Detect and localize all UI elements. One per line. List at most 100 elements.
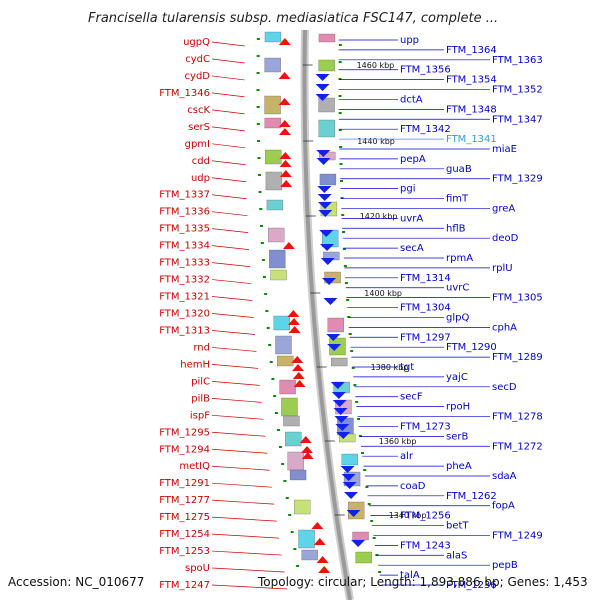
track-dot [338,44,342,46]
right-gene-label: pheA [446,461,472,472]
reverse-gene-arrow [320,258,335,265]
right-gene-label: FTM_1352 [492,85,543,96]
backbone-layer [300,29,354,600]
forward-gene-arrow [293,380,306,387]
reverse-gene-arrow [332,400,347,407]
right-gene-label: FTM_1289 [492,352,543,363]
forward-gene-arrow [280,180,293,187]
right-gene-label: secD [492,382,517,393]
right-gene-label: FTM_1272 [492,441,543,452]
left-leader-line [211,313,254,318]
right-gene-label: coaD [400,481,426,492]
left-leader-line [211,499,275,505]
right-gene-label: FTM_1329 [492,174,543,185]
right-gene-label: FTM_1236 [446,580,497,591]
track-dot [355,401,359,403]
track-dot [357,418,361,420]
left-leader-line [211,533,280,539]
forward-gene-arrow [278,72,291,79]
track-dot [256,106,260,108]
track-dot [256,38,260,40]
right-gene-label: rpmA [446,253,473,264]
track-dot [256,89,260,91]
left-gene-label: FTM_1332 [159,275,210,286]
forward-gene-arrow [279,170,292,177]
reverse-gene-arrow [342,482,357,489]
left-leader-line [211,211,248,217]
right-gene-label: FTM_1341 [446,134,497,145]
track-dot [288,514,292,516]
reverse-gene-arrow [319,230,334,237]
reverse-gene-arrow [335,424,350,431]
right-gene-label: FTM_1354 [446,75,497,86]
track-dot [261,259,265,261]
left-gene-label: FTM_1346 [159,88,210,99]
track-dot [293,548,297,550]
forward-gene-arrow [287,310,300,317]
left-gene-label: FTM_1295 [159,427,210,438]
left-leader-line [211,516,277,522]
reverse-gene-arrow [317,202,332,209]
left-gene-label: metIQ [179,461,210,472]
reverse-gene-arrow [344,492,359,499]
forward-gene-arrow [316,556,329,563]
right-gene-label: talA [400,570,420,581]
track-dot [262,276,266,278]
forward-gene-arrow [291,356,304,363]
left-gene-label: udp [191,173,210,184]
scale-tick-label: 1420 kbp [360,212,398,221]
track-dot [278,446,282,448]
right-gene-label: deoD [492,233,519,244]
right-gene-label: alaS [446,550,467,561]
left-gene-label: cydD [185,71,211,82]
reverse-gene-arrow [316,158,331,165]
left-leader-line [211,109,245,115]
left-leader-line [211,58,245,64]
right-gene-label: secA [400,243,424,254]
left-leader-line [211,431,266,437]
track-dot [338,61,342,63]
left-gene-label: ispF [190,410,210,421]
left-gene-label: FTM_1337 [159,190,210,201]
gene-block-left [298,529,315,549]
track-dot [350,350,354,352]
gene-block-left [277,355,294,367]
gene-block-right [327,317,344,333]
left-leader-line [211,160,246,166]
right-gene-label: FTM_1249 [492,530,543,541]
left-label-group: ugpQcydCcydDFTM_1346cscKserSgpmIcddudpFT… [159,37,288,591]
forward-gene-arrow [292,372,305,379]
left-gene-label: FTM_1321 [159,292,210,303]
left-gene-label: spoU [185,563,210,574]
forward-gene-arrow [300,446,313,453]
track-dot [268,344,272,346]
track-dot [266,327,270,329]
genome-backbone [302,29,352,600]
track-dot [342,248,346,250]
left-gene-label: gpmI [185,139,210,150]
map-title: Francisella tularensis subsp. mediasiati… [88,11,498,26]
forward-gene-arrow [278,38,291,45]
gene-block-left [264,57,281,73]
right-gene-label: hflB [446,223,466,234]
right-gene-label: pepA [400,154,426,165]
right-gene-label: rpoH [446,402,470,413]
scale-tick-label: 1400 kbp [364,289,402,298]
gene-block-right [318,97,335,113]
left-gene-label: FTM_1253 [159,546,210,557]
gene-block-right [318,59,335,72]
left-leader-line [211,296,253,301]
right-gene-label: fimT [446,194,469,205]
left-gene-label: pilB [191,393,210,404]
track-dot [339,163,343,165]
left-leader-line [211,126,245,132]
right-gene-label: glpQ [446,312,469,323]
left-gene-label: pilC [191,376,210,387]
track-dot [271,378,275,380]
left-gene-label: FTM_1294 [159,444,210,455]
track-dot [339,180,343,182]
right-gene-label: FTM_1347 [492,114,543,125]
right-gene-label: rplU [492,263,513,274]
reverse-gene-arrow [315,94,330,101]
gene-block-left [266,199,284,211]
